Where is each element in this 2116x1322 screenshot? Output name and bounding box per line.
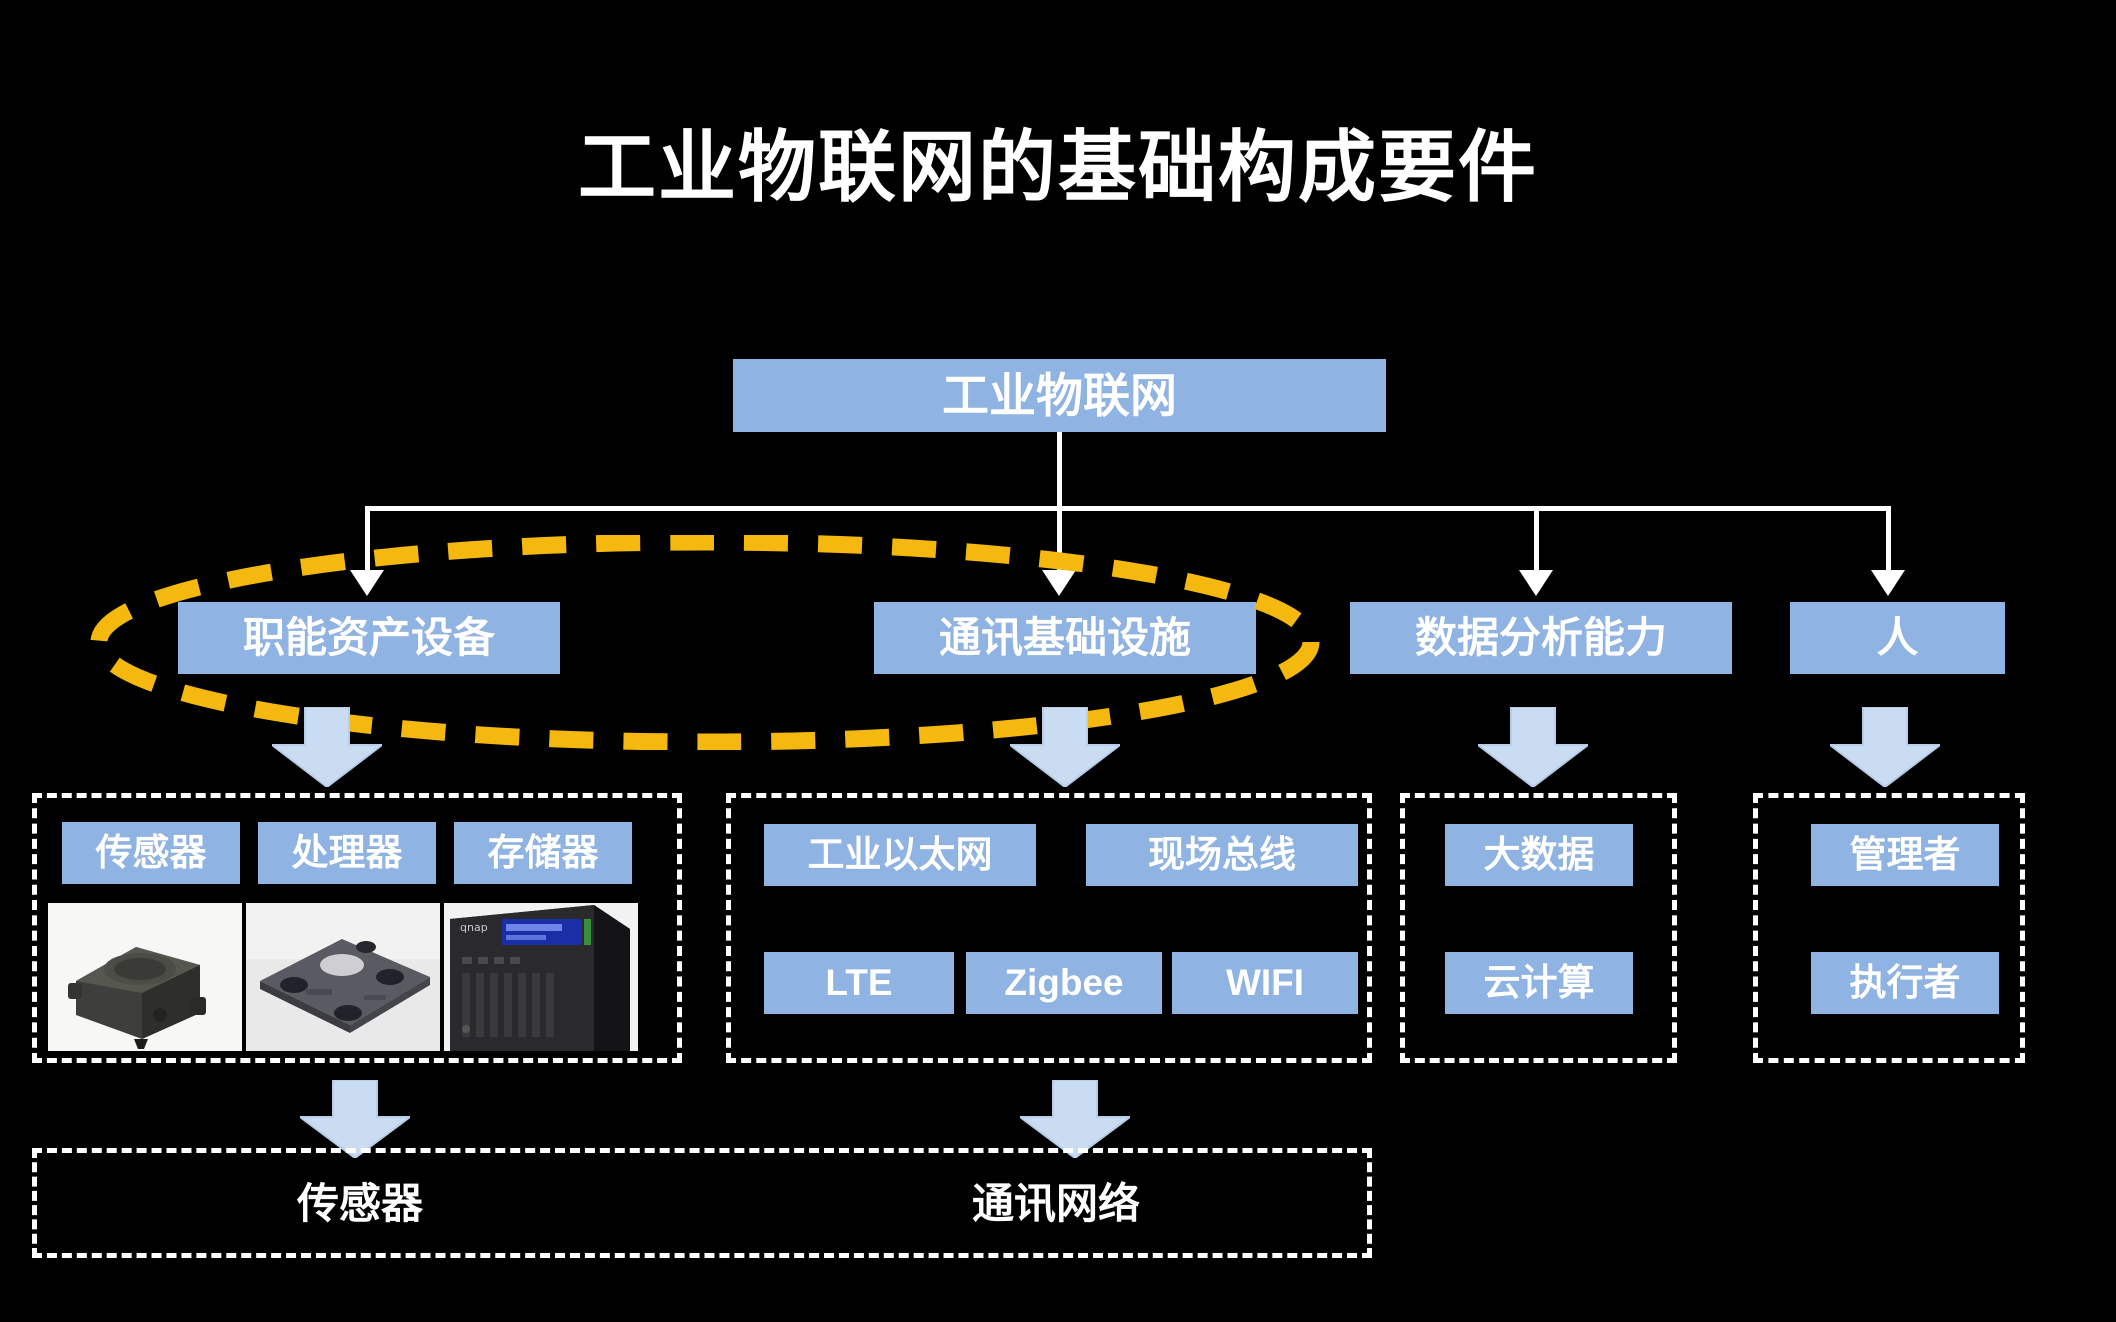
leaf-node-operator[interactable]: 执行者 <box>1811 952 1999 1014</box>
leaf-node-sensor[interactable]: 传感器 <box>62 822 240 884</box>
storage-server-photo: qnap <box>444 903 638 1051</box>
leaf-node-industrial-ethernet[interactable]: 工业以太网 <box>764 824 1036 886</box>
sensor-device-photo <box>48 903 242 1051</box>
connector-branch-4 <box>1886 506 1891 574</box>
connector-horizontal-bus <box>367 506 1889 511</box>
pillar-node-people[interactable]: 人 <box>1790 602 2005 674</box>
pillar-node-communication-infrastructure[interactable]: 通讯基础设施 <box>874 602 1256 674</box>
block-arrow-to-group-4 <box>1830 707 1940 787</box>
root-node-industrial-iot[interactable]: 工业物联网 <box>733 359 1386 432</box>
leaf-node-processor[interactable]: 处理器 <box>258 822 436 884</box>
group-box-data-analytics <box>1400 793 1677 1063</box>
leaf-node-manager[interactable]: 管理者 <box>1811 824 1999 886</box>
connector-branch-2 <box>1057 506 1062 574</box>
leaf-node-fieldbus[interactable]: 现场总线 <box>1086 824 1358 886</box>
footer-label-communication-network: 通讯网络 <box>971 1180 1140 1227</box>
leaf-node-zigbee[interactable]: Zigbee <box>966 952 1162 1014</box>
leaf-node-big-data[interactable]: 大数据 <box>1445 824 1633 886</box>
svg-text:qnap: qnap <box>460 921 488 934</box>
footer-label-sensor: 传感器 <box>296 1180 423 1227</box>
pillar-node-data-analytics[interactable]: 数据分析能力 <box>1350 602 1732 674</box>
block-arrow-to-group-2 <box>1010 707 1120 787</box>
pillar-node-smart-asset-equipment[interactable]: 职能资产设备 <box>178 602 560 674</box>
block-arrow-to-group-3 <box>1478 707 1588 787</box>
footer-group-box <box>32 1148 1372 1258</box>
leaf-node-wifi[interactable]: WIFI <box>1172 952 1358 1014</box>
connector-branch-1 <box>365 506 370 574</box>
block-arrow-to-footer-right <box>1020 1080 1130 1158</box>
leaf-node-storage[interactable]: 存储器 <box>454 822 632 884</box>
group-box-communication-infrastructure <box>726 793 1372 1063</box>
processor-board-photo <box>246 903 440 1051</box>
page-title: 工业物联网的基础构成要件 <box>577 123 1538 211</box>
arrowhead-branch-1 <box>350 570 384 596</box>
arrowhead-branch-3 <box>1519 570 1553 596</box>
block-arrow-to-footer-left <box>300 1080 410 1158</box>
connector-root-stem <box>1057 432 1062 509</box>
group-box-people <box>1753 793 2025 1063</box>
leaf-node-cloud-computing[interactable]: 云计算 <box>1445 952 1633 1014</box>
arrowhead-branch-4 <box>1871 570 1905 596</box>
connector-branch-3 <box>1534 506 1539 574</box>
leaf-node-lte[interactable]: LTE <box>764 952 954 1014</box>
arrowhead-branch-2 <box>1042 570 1076 596</box>
group-box-smart-asset-equipment <box>32 793 682 1063</box>
block-arrow-to-group-1 <box>272 707 382 787</box>
